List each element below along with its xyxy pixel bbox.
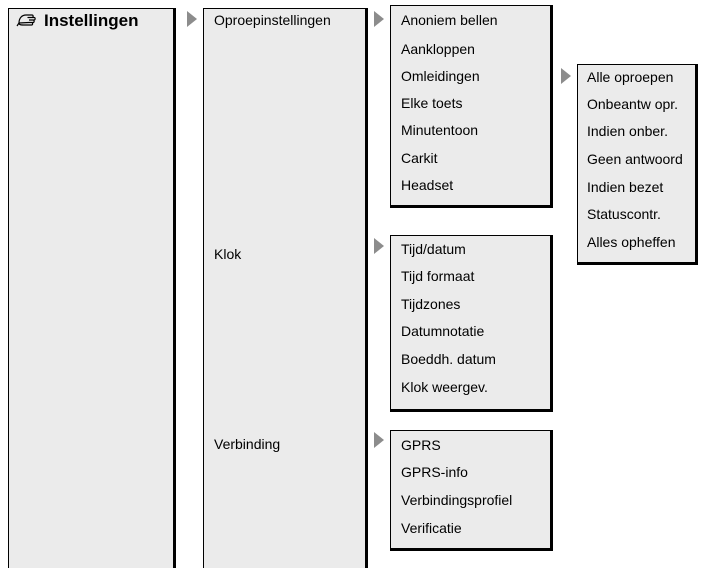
- submenu-item[interactable]: Klok weergev.: [401, 379, 488, 395]
- menu-item-oproepinstellingen[interactable]: Oproepinstellingen: [214, 12, 331, 28]
- menu-title[interactable]: Instellingen: [16, 11, 138, 31]
- menu-item-klok[interactable]: Klok: [214, 246, 242, 262]
- submenu-item[interactable]: Minutentoon: [401, 122, 479, 138]
- submenu-item[interactable]: Boeddh. datum: [401, 351, 496, 367]
- submenu-item[interactable]: Alle oproepen: [587, 69, 674, 85]
- submenu-arrow-icon: [374, 11, 384, 27]
- submenu-item[interactable]: Carkit: [401, 150, 438, 166]
- menu-title-label: Instellingen: [44, 11, 139, 30]
- submenu-item[interactable]: Headset: [401, 177, 454, 193]
- submenu-item[interactable]: Tijd formaat: [401, 268, 475, 284]
- submenu-item[interactable]: GPRS-info: [401, 464, 468, 480]
- submenu-arrow-icon: [187, 11, 197, 27]
- submenu-item[interactable]: Aankloppen: [401, 41, 475, 57]
- oproepinstellingen-submenu: [390, 5, 553, 208]
- settings-hand-icon: [16, 13, 38, 29]
- submenu-arrow-icon: [374, 238, 384, 254]
- omleidingen-submenu: [577, 64, 698, 265]
- submenu-item[interactable]: Onbeantw opr.: [587, 96, 679, 112]
- submenu-item[interactable]: Geen antwoord: [587, 151, 683, 167]
- submenu-item[interactable]: GPRS: [401, 437, 441, 453]
- submenu-item[interactable]: Tijdzones: [401, 296, 461, 312]
- submenu-item[interactable]: Omleidingen: [401, 68, 480, 84]
- main-menu-column: [8, 8, 176, 568]
- submenu-item[interactable]: Statuscontr.: [587, 206, 661, 222]
- submenu-item[interactable]: Datumnotatie: [401, 323, 485, 339]
- submenu-arrow-icon: [374, 432, 384, 448]
- submenu-item[interactable]: Indien onber.: [587, 123, 668, 139]
- submenu-item[interactable]: Tijd/datum: [401, 241, 466, 257]
- submenu-item[interactable]: Elke toets: [401, 95, 463, 111]
- submenu-item[interactable]: Anoniem bellen: [401, 12, 498, 28]
- submenu-arrow-icon: [561, 68, 571, 84]
- submenu-item[interactable]: Verbindingsprofiel: [401, 492, 513, 508]
- level1-menu-column: [203, 8, 368, 568]
- menu-item-verbinding[interactable]: Verbinding: [214, 436, 281, 452]
- klok-submenu: [390, 235, 553, 412]
- submenu-item[interactable]: Indien bezet: [587, 179, 664, 195]
- verbinding-submenu: [390, 430, 553, 551]
- submenu-item[interactable]: Alles opheffen: [587, 234, 676, 250]
- submenu-item[interactable]: Verificatie: [401, 520, 462, 536]
